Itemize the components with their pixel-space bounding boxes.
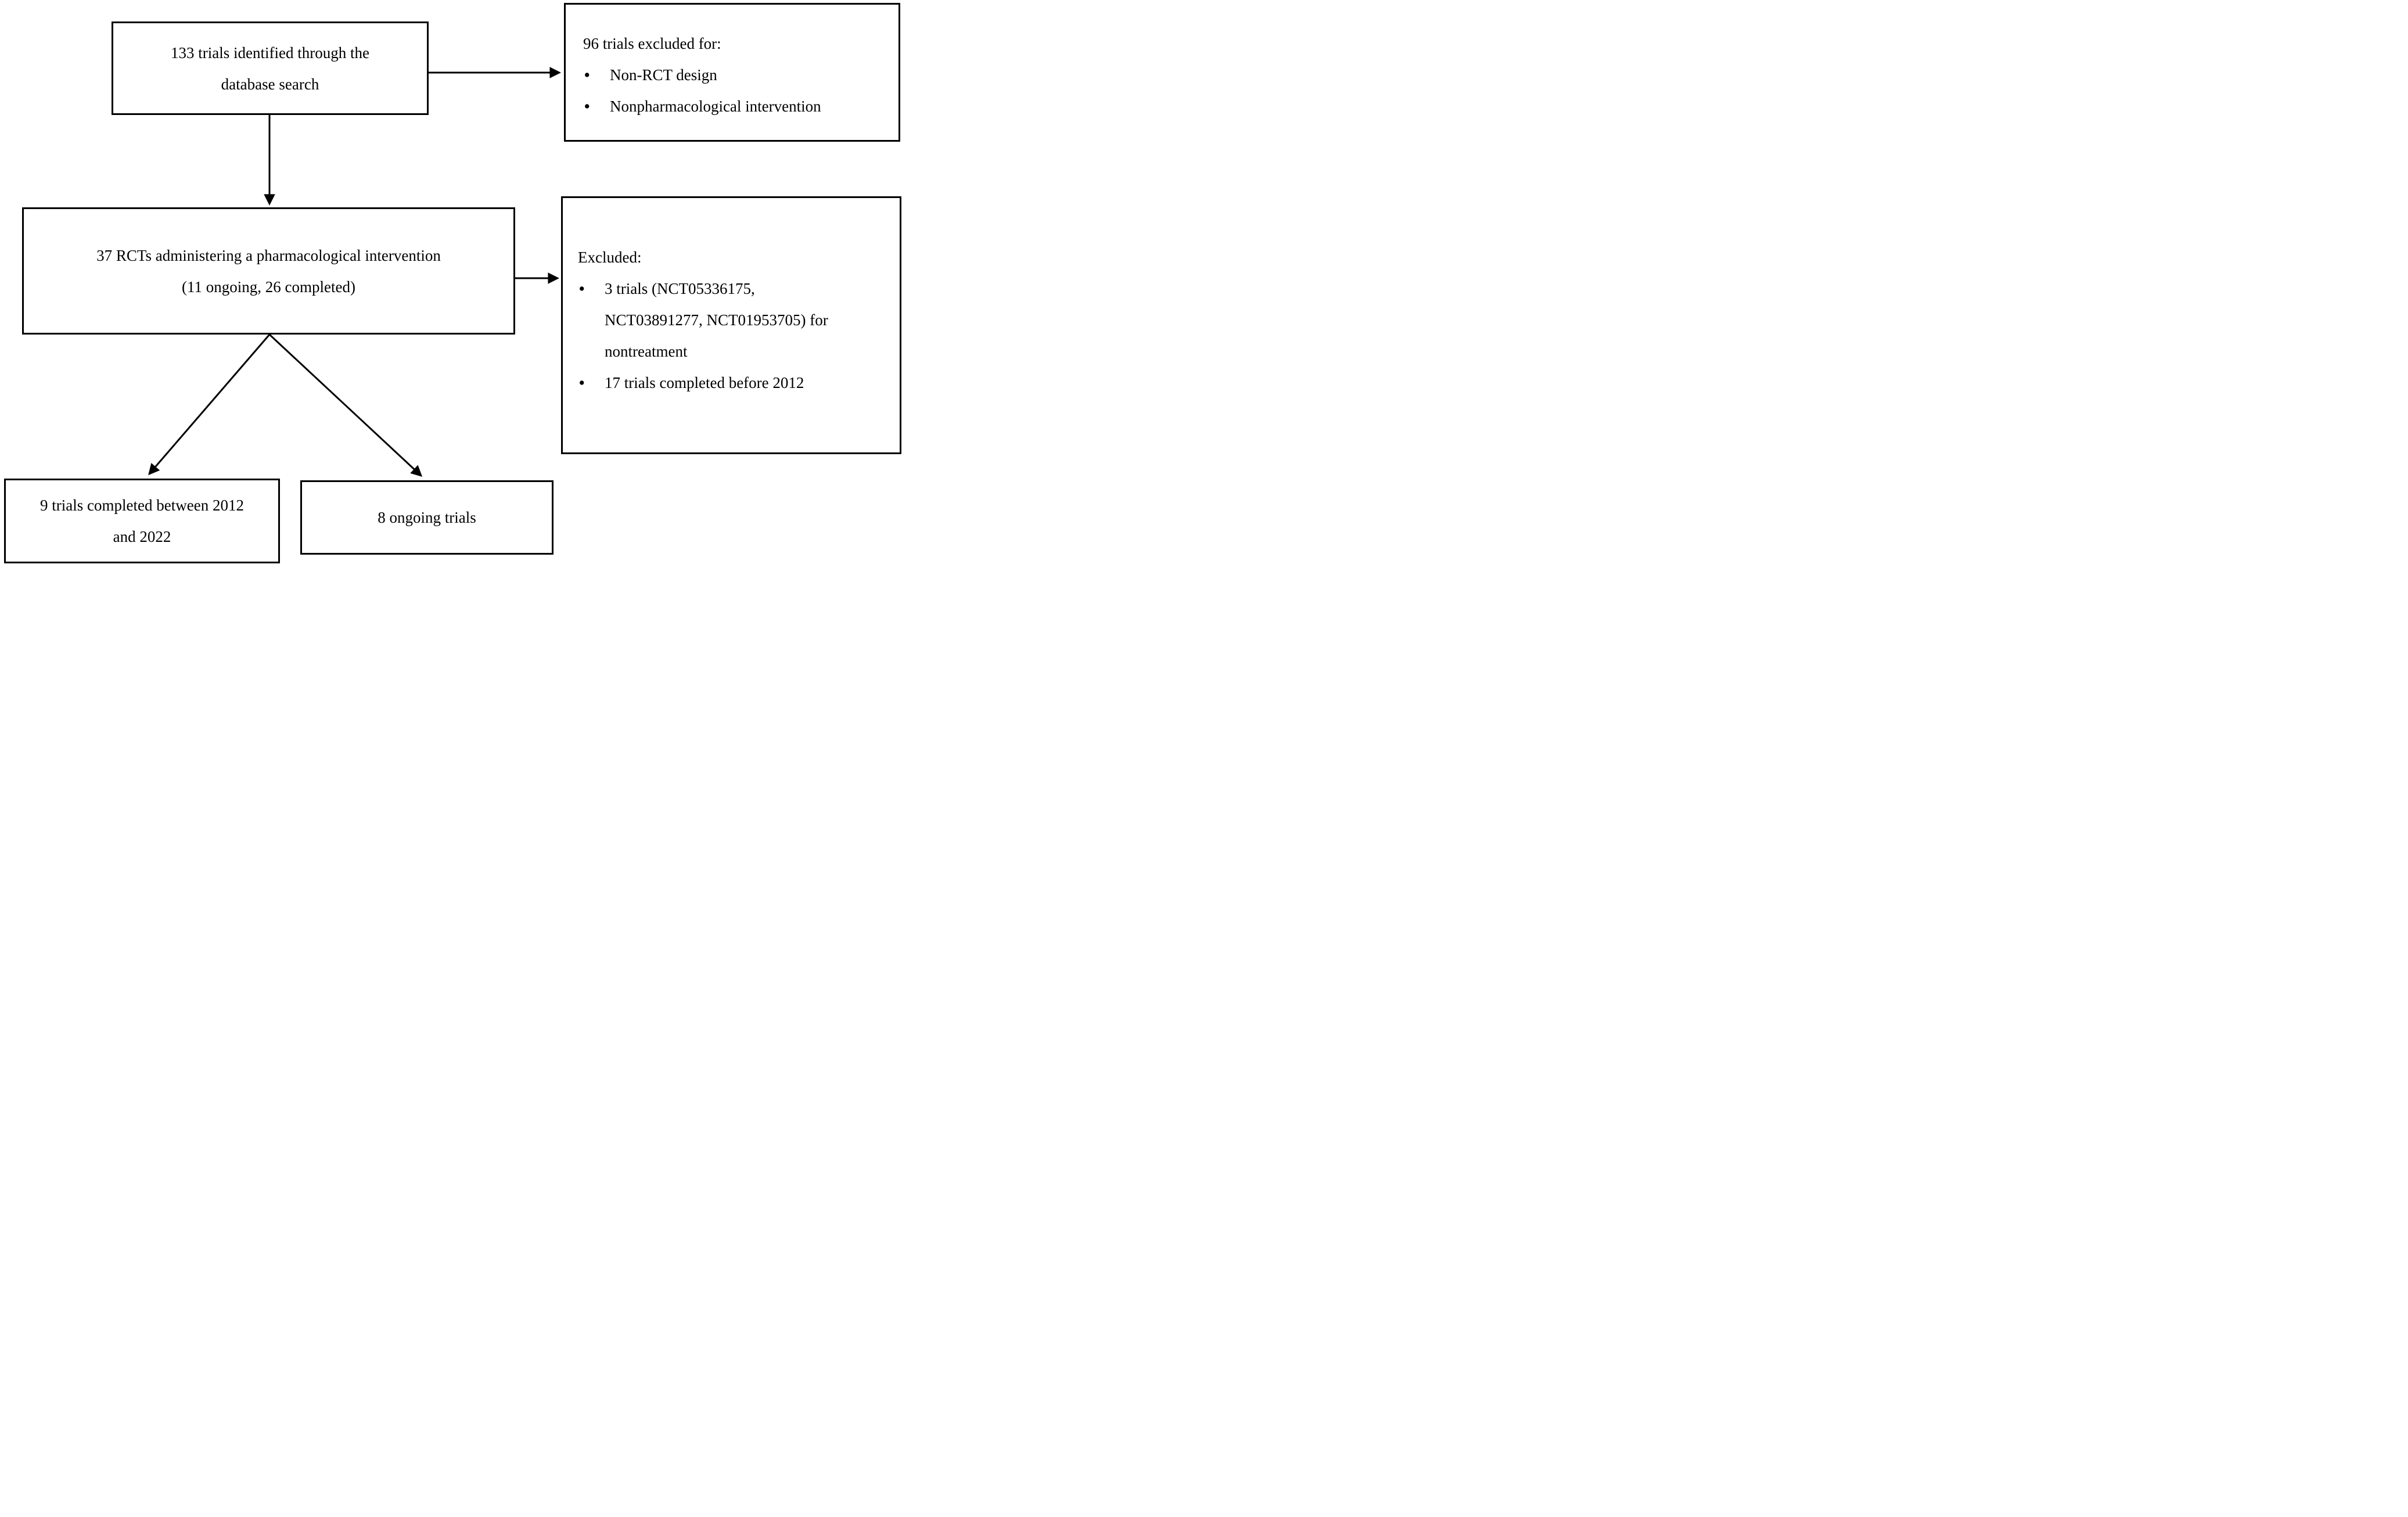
initial-exclusions-heading: 96 trials excluded for: — [583, 35, 721, 52]
arrow-rcts-to-completed — [148, 334, 271, 476]
box-initial-exclusions: 96 trials excluded for: Non-RCT design N… — [564, 3, 900, 142]
completed-trials-text: 9 trials completed between 2012 and 2022 — [40, 497, 244, 545]
initial-exclusion-item: Nonpharmacological intervention — [583, 91, 887, 122]
ongoing-trials-text: 8 ongoing trials — [378, 509, 476, 526]
arrow-rcts-to-ongoing — [268, 333, 423, 477]
box-secondary-exclusions: Excluded: 3 trials (NCT05336175, NCT0389… — [561, 196, 901, 454]
trial-selection-flowchart: 133 trials identified through the databa… — [0, 0, 903, 569]
initial-exclusion-item: Non-RCT design — [583, 59, 887, 91]
box-completed-trials: 9 trials completed between 2012 and 2022 — [4, 479, 280, 563]
secondary-exclusions-list: 3 trials (NCT05336175, NCT03891277, NCT0… — [578, 273, 888, 398]
secondary-exclusion-item: 3 trials (NCT05336175, NCT03891277, NCT0… — [578, 273, 849, 367]
secondary-exclusion-item: 17 trials completed before 2012 — [578, 367, 849, 398]
box-identified-trials: 133 trials identified through the databa… — [112, 21, 429, 115]
box-rcts-pharmacological: 37 RCTs administering a pharmacological … — [22, 207, 515, 335]
initial-exclusions-list: Non-RCT design Nonpharmacological interv… — [583, 59, 887, 122]
identified-trials-text: 133 trials identified through the databa… — [171, 44, 369, 93]
secondary-exclusions-heading: Excluded: — [578, 249, 642, 266]
rcts-pharmacological-text: 37 RCTs administering a pharmacological … — [96, 246, 441, 296]
box-ongoing-trials: 8 ongoing trials — [300, 480, 554, 555]
